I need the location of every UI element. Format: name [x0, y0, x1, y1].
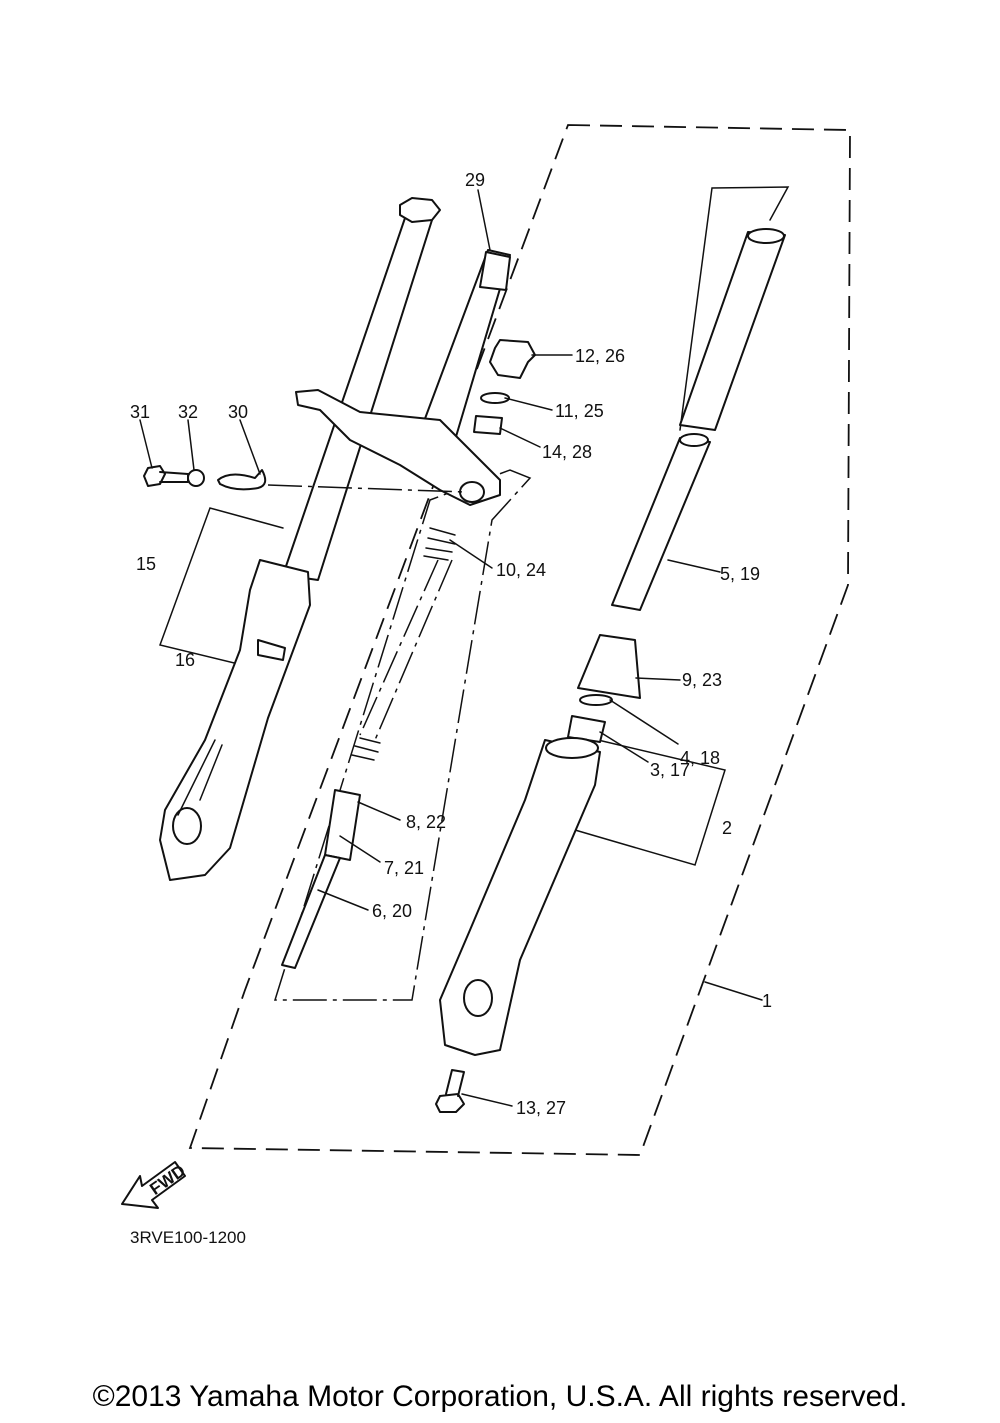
callout-6-20: 6, 20: [372, 901, 412, 921]
callout-9-23: 9, 23: [682, 670, 722, 690]
bushing-14: [473, 415, 503, 435]
outer-tube-2: [439, 739, 601, 1056]
callout-8-22: 8, 22: [406, 812, 446, 832]
callout-30: 30: [228, 402, 248, 422]
damper-rod-6: [281, 854, 341, 969]
spring-10-bottom: [351, 737, 381, 761]
cap-parts: [473, 339, 536, 435]
callout-31: 31: [130, 402, 150, 422]
bolt-31: [143, 465, 189, 487]
bolt-13: [435, 1069, 465, 1113]
front-fork-exploded-diagram: 29 12, 26 11, 25 14, 28 31 32 30 10, 24 …: [121, 124, 851, 1247]
dust-seal-9: [577, 634, 641, 699]
inner-tube-5: [611, 437, 711, 611]
bracket-2: [574, 739, 726, 866]
callout-12-26: 12, 26: [575, 346, 625, 366]
outer-tube-2-rim: [545, 737, 599, 759]
fastener-axis: [267, 484, 466, 493]
callout-5-19: 5, 19: [720, 564, 760, 584]
callout-29: 29: [465, 170, 485, 190]
callout-14-28: 14, 28: [542, 442, 592, 462]
callout-4-18: 4, 18: [680, 748, 720, 768]
left-axle-boss: [172, 807, 202, 845]
copyright-notice: ©2013 Yamaha Motor Corporation, U.S.A. A…: [92, 1380, 908, 1413]
left-outer-tube: [159, 559, 311, 881]
bracket-5-19: [679, 186, 790, 431]
bracket-pivot: [459, 481, 485, 503]
callout-2: 2: [722, 818, 732, 838]
fwd-arrow-icon: FWD: [121, 1161, 189, 1209]
fasteners: [143, 465, 267, 491]
callout-11-25: 11, 25: [555, 401, 604, 421]
washer-32: [187, 469, 205, 487]
callout-7-21: 7, 21: [384, 858, 424, 878]
callout-15: 15: [136, 554, 156, 574]
left-leg-detail: [177, 739, 223, 816]
clip-4: [579, 694, 613, 706]
oil-seal-3: [567, 715, 606, 743]
lower-bracket: [295, 389, 501, 506]
callout-3-17: 3, 17: [650, 760, 690, 780]
callout-1: 1: [762, 991, 772, 1011]
damper-group-boundary: [273, 469, 532, 1001]
callout-13-27: 13, 27: [516, 1098, 566, 1118]
spring-10-top: [423, 527, 456, 561]
triple-clamp: [295, 249, 511, 506]
spring-group: [281, 527, 456, 969]
inner-tube-5-rim: [679, 433, 709, 447]
right-axle-boss: [463, 979, 493, 1017]
callout-labels: 29 12, 26 11, 25 14, 28 31 32 30 10, 24 …: [130, 170, 772, 1118]
bracket-15-16: [159, 507, 284, 669]
left-tab: [257, 639, 286, 661]
callout-10-24: 10, 24: [496, 560, 546, 580]
spring-axis-left: [359, 559, 439, 736]
leader-lines: [139, 189, 763, 1107]
callout-16: 16: [175, 650, 195, 670]
right-inner-tube-top: [679, 231, 786, 431]
cap-bolt-12: [489, 339, 536, 379]
stem-thread: [479, 251, 511, 291]
callout-32: 32: [178, 402, 198, 422]
o-ring-11: [480, 392, 510, 404]
rebound-spring-8: [324, 789, 361, 861]
right-fork-parts: [435, 228, 786, 1113]
clip-30: [217, 469, 267, 491]
spring-axis-right: [374, 559, 453, 741]
right-tube-top-rim: [747, 228, 785, 244]
left-cap-bolt: [399, 197, 441, 223]
assembly-boundary: [188, 124, 851, 1156]
drawing-code: 3RVE100-1200: [130, 1228, 246, 1247]
left-fork-leg: [159, 197, 441, 881]
